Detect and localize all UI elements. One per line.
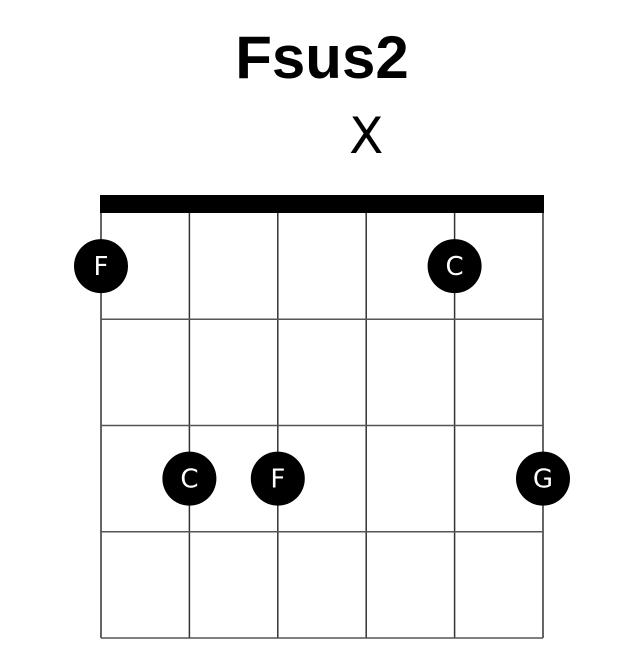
fretboard-grid [100, 195, 544, 639]
note-dot: C [427, 239, 482, 294]
note-dot-circle [162, 451, 217, 506]
note-dot-circle [427, 239, 482, 294]
note-label: C [180, 465, 198, 495]
note-dot: G [516, 451, 570, 506]
finger-dots: F C C F G [74, 239, 570, 506]
note-dot: F [74, 239, 128, 294]
chord-title: Fsus2 [235, 24, 408, 91]
note-dot-circle [250, 451, 305, 506]
note-dot: F [250, 451, 305, 506]
nut [100, 195, 544, 213]
note-dot-circle [516, 451, 570, 506]
note-dot-circle [74, 239, 128, 294]
note-label: F [270, 465, 285, 495]
muted-string-marker: X [349, 107, 383, 165]
note-label: F [94, 252, 109, 282]
note-dot: C [162, 451, 217, 506]
note-label: G [533, 465, 553, 495]
string-markers: X [349, 107, 383, 165]
note-label: C [446, 252, 464, 282]
